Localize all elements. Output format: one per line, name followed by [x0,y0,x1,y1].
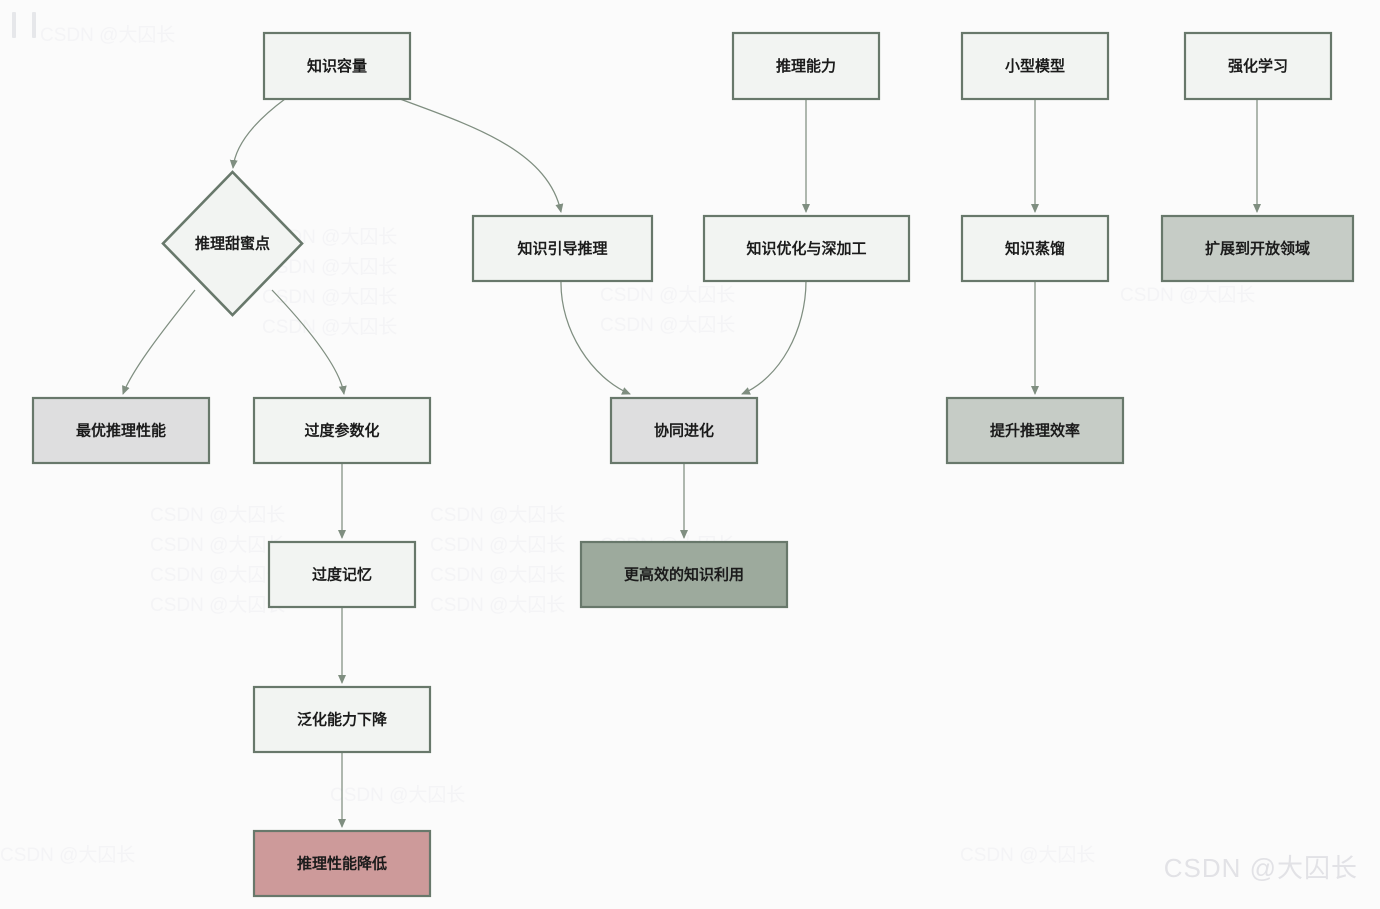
node-shape-rect [267,540,417,609]
edges-layer [122,98,1261,828]
node-n15[interactable]: 提升推理效率 [945,396,1125,465]
node-n4[interactable]: 过度参数化 [252,396,432,465]
edge-n2-to-n4 [271,289,347,395]
node-n2[interactable]: 推理甜蜜点 [161,170,304,317]
corner-watermark-bars [12,12,36,38]
node-shape-rect [252,396,432,465]
node-label-n13: 小型模型 [1005,57,1065,75]
node-label-n14: 知识蒸馏 [1005,239,1065,257]
node-shape-rect [960,214,1110,283]
node-n6[interactable]: 泛化能力下降 [252,685,432,754]
node-label-n1: 知识容量 [307,57,367,75]
node-n13[interactable]: 小型模型 [960,31,1110,101]
node-n5[interactable]: 过度记忆 [267,540,417,609]
node-shape-rect [252,829,432,898]
node-shape-rect [252,685,432,754]
node-label-n16: 强化学习 [1228,57,1288,75]
node-shape-rect [471,214,654,283]
node-shape-rect [945,396,1125,465]
node-label-n17: 扩展到开放领域 [1205,239,1310,257]
node-label-n7: 推理性能降低 [297,854,387,872]
node-shape-rect [31,396,211,465]
node-label-n9: 推理能力 [776,57,836,75]
node-label-n10: 知识优化与深加工 [746,239,866,257]
node-shape-rect [609,396,759,465]
node-n7[interactable]: 推理性能降低 [252,829,432,898]
node-label-n11: 协同进化 [654,421,714,439]
node-shape-rect [579,540,789,609]
node-label-n2: 推理甜蜜点 [195,234,270,252]
node-shape-diamond [161,170,304,317]
node-label-n6: 泛化能力下降 [297,710,388,728]
node-n14[interactable]: 知识蒸馏 [960,214,1110,283]
csdn-watermark: CSDN @大囚长 [1163,853,1358,883]
node-label-n5: 过度记忆 [312,565,372,583]
node-n9[interactable]: 推理能力 [731,31,881,101]
edge-n2-to-n3 [122,289,196,395]
node-shape-rect [702,214,911,283]
edge-n10-to-n11 [741,280,807,395]
node-label-n4: 过度参数化 [304,421,379,439]
node-label-n15: 提升推理效率 [990,421,1080,439]
node-n12[interactable]: 更高效的知识利用 [579,540,789,609]
edge-n8-to-n11 [560,280,631,395]
node-shape-rect [262,31,412,101]
node-shape-rect [731,31,881,101]
edge-n1-to-n8 [399,98,564,213]
node-n17[interactable]: 扩展到开放领域 [1160,214,1355,283]
node-n16[interactable]: 强化学习 [1183,31,1333,101]
node-n11[interactable]: 协同进化 [609,396,759,465]
node-n8[interactable]: 知识引导推理 [471,214,654,283]
edge-n1-to-n2 [229,98,286,169]
node-shape-rect [1183,31,1333,101]
node-n1[interactable]: 知识容量 [262,31,412,101]
node-label-n8: 知识引导推理 [517,239,607,257]
node-shape-rect [1160,214,1355,283]
node-shape-rect [960,31,1110,101]
node-n10[interactable]: 知识优化与深加工 [702,214,911,283]
node-n3[interactable]: 最优推理性能 [31,396,211,465]
node-label-n12: 更高效的知识利用 [624,565,744,583]
node-label-n3: 最优推理性能 [76,421,166,439]
